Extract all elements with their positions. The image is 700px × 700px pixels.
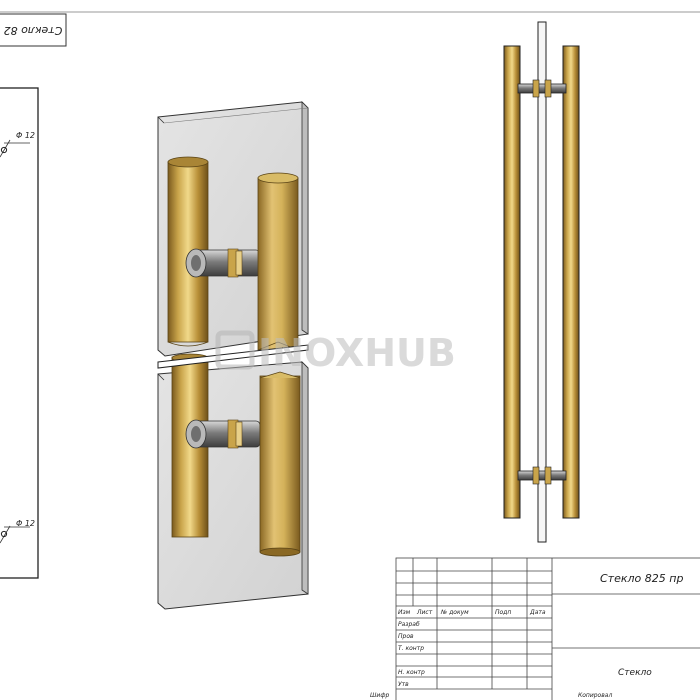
col-header-sign: Подп	[495, 609, 511, 616]
footer-code: Шифр	[370, 692, 389, 699]
side-view: Φ 12 Φ 12	[0, 87, 39, 579]
col-header-doc: № докум	[440, 609, 469, 616]
row-checked: Пров	[398, 633, 414, 640]
rotated-label: Стекло 82	[4, 24, 63, 37]
title-block-text: Стекло 825 пр Стекло Изм Лист № докум По…	[370, 572, 683, 699]
col-header-rev: Изм	[398, 609, 411, 616]
row-tech-control: Т. контр	[398, 645, 424, 652]
diameter-label-top: Φ 12	[16, 131, 35, 140]
drawing-title: Стекло 825 пр	[600, 572, 683, 585]
name-cell: Стекло	[618, 668, 652, 678]
front-view	[503, 21, 580, 543]
col-header-date: Дата	[529, 609, 546, 616]
diameter-label-bottom: Φ 12	[16, 519, 35, 528]
row-developed: Разраб	[398, 621, 420, 628]
row-norm-control: Н. контр	[398, 669, 425, 676]
row-approved: Утв	[398, 681, 409, 688]
isometric-upper-fragment	[157, 101, 309, 357]
break-line	[157, 344, 309, 369]
footer-copied: Копировал	[578, 692, 612, 699]
watermark-text: INOXHUB	[258, 331, 456, 375]
watermark: INOXHUB	[215, 330, 456, 375]
col-header-sheet: Лист	[416, 609, 433, 616]
rotated-label-box: Стекло 82	[0, 13, 67, 47]
isometric-lower-fragment	[157, 353, 309, 610]
title-block	[395, 557, 700, 700]
